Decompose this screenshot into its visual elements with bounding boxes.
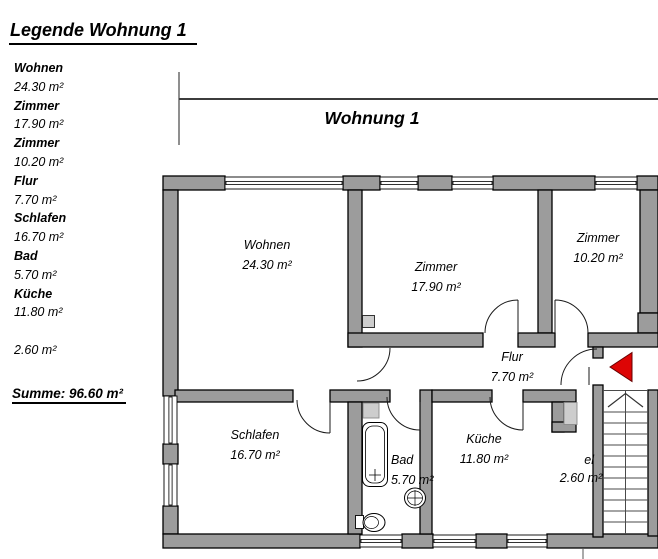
- windows: [163, 176, 638, 548]
- ducts-and-niches: [362, 315, 578, 425]
- room-label-zimmer-17: Zimmer 17.90 m²: [411, 258, 460, 297]
- door-kueche: [489, 396, 524, 431]
- legend-room-area: 11.80 m²: [14, 305, 63, 320]
- door-zimmer-17: [484, 299, 519, 334]
- staircase: [603, 390, 648, 534]
- room-name: Schlafen: [230, 428, 280, 442]
- room-area: 10.20 m²: [573, 250, 623, 265]
- door-entrance: [560, 348, 598, 386]
- door-schlafen: [296, 399, 331, 434]
- entrance-arrow-icon: [609, 351, 633, 383]
- room-area: 7.70 m²: [490, 369, 534, 384]
- legend-sum: Summe: 96.60 m²: [12, 386, 127, 404]
- room-area: 11.80 m²: [459, 451, 509, 466]
- room-label-bad: Bad 5.70 m²: [391, 451, 433, 490]
- legend-room-area: 17.90 m²: [14, 117, 64, 132]
- legend-title: Legende Wohnung 1: [9, 20, 197, 45]
- wall-niche: [563, 402, 578, 425]
- reference-line-horizontal: [179, 98, 658, 100]
- legend-room-area: 16.70 m²: [14, 230, 64, 245]
- room-label-closet-area: 2.60 m²: [560, 469, 602, 489]
- plan-title: Wohnung 1: [324, 108, 420, 128]
- room-label-closet-name: el: [584, 451, 594, 471]
- door-wohnen: [356, 347, 391, 382]
- legend-room-area: 24.30 m²: [14, 79, 64, 94]
- room-area: 24.30 m²: [242, 257, 292, 272]
- legend-room-area: 2.60 m²: [14, 342, 57, 357]
- room-label-kueche: Küche 11.80 m²: [460, 430, 508, 469]
- legend-room-name: Küche: [14, 286, 53, 301]
- walls: [162, 175, 658, 549]
- room-label-zimmer-10: Zimmer 10.20 m²: [573, 229, 622, 268]
- legend-room-name: Schlafen: [14, 211, 67, 226]
- door-swings: [296, 299, 598, 434]
- room-label-wohnen: Wohnen 24.30 m²: [242, 236, 291, 275]
- room-name: Wohnen: [243, 238, 291, 252]
- room-area: 16.70 m²: [230, 447, 280, 462]
- legend-room-area: 10.20 m²: [14, 154, 64, 169]
- legend-room-name: Wohnen: [14, 61, 64, 75]
- shower-base: [362, 402, 380, 419]
- bathtub-icon: [362, 422, 388, 487]
- room-area: 5.70 m²: [391, 472, 434, 487]
- room-name: Flur: [501, 350, 523, 364]
- stairs-up-arrow-icon: [607, 392, 644, 408]
- legend-room-name: Flur: [14, 173, 38, 188]
- chimney-duct: [362, 315, 375, 328]
- door-zimmer-10: [554, 299, 589, 334]
- reference-line-vertical: [178, 72, 180, 145]
- room-area: 2.60 m²: [559, 471, 603, 485]
- room-name: Küche: [466, 432, 502, 446]
- door-bad: [386, 396, 421, 431]
- room-label-schlafen: Schlafen 16.70 m²: [230, 426, 279, 465]
- legend-room-area: 7.70 m²: [14, 192, 57, 207]
- room-name: Zimmer: [576, 231, 620, 245]
- toilet-icon: [355, 513, 386, 532]
- legend-room-area: 5.70 m²: [14, 267, 57, 282]
- sink-icon: [404, 487, 426, 509]
- room-area: 17.90 m²: [411, 279, 461, 294]
- legend-room-name: Zimmer: [14, 98, 60, 113]
- room-name: Bad: [391, 453, 414, 467]
- room-label-flur: Flur 7.70 m²: [491, 348, 533, 387]
- legend-room-name: Bad: [14, 248, 38, 263]
- room-name: el: [584, 453, 594, 467]
- room-name: Zimmer: [414, 260, 458, 274]
- legend-list: Wohnen 24.30 m² Zimmer 17.90 m² Zimmer 1…: [14, 61, 66, 362]
- legend-room-name: Zimmer: [14, 136, 60, 151]
